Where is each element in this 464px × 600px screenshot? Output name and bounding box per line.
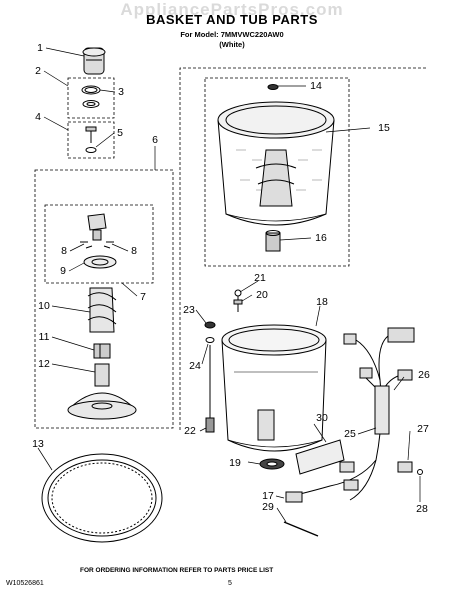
part-wire-harness	[285, 327, 415, 503]
callout-7: 7	[140, 291, 146, 303]
callout-3: 3	[118, 86, 124, 98]
callout-29: 29	[262, 501, 274, 513]
part-cable-tie	[283, 521, 319, 537]
callout-14: 14	[310, 80, 322, 92]
part-basket-nut	[267, 84, 279, 90]
part-spring	[205, 345, 215, 433]
part-agitator-cap	[82, 47, 106, 75]
doc-number: W10526861	[6, 580, 44, 587]
callout-26: 26	[418, 369, 430, 381]
part-agitator-base	[67, 363, 137, 420]
callout-6: 6	[152, 134, 158, 146]
part-tub-ring	[41, 453, 163, 543]
callout-13: 13	[32, 438, 44, 450]
part-bracket	[397, 461, 423, 475]
callout-18: 18	[316, 296, 328, 308]
part-tub-seal	[259, 458, 285, 470]
callout-10: 10	[38, 300, 50, 312]
callout-22: 22	[184, 425, 196, 437]
ordering-note: FOR ORDERING INFORMATION REFER TO PARTS …	[80, 567, 274, 574]
callout-20: 20	[256, 289, 268, 301]
part-drive-hub	[265, 230, 281, 252]
callout-12: 12	[38, 358, 50, 370]
callout-19: 19	[229, 457, 241, 469]
color-line: (White)	[219, 40, 245, 49]
part-agitator-nut	[93, 343, 111, 359]
callout-numbers: 1 2 3 4 5 6 7 8 8 9 10 11 12 13 14 15 16…	[32, 42, 430, 515]
callout-11: 11	[39, 331, 50, 343]
part-wash-basket	[217, 101, 335, 226]
page-number: 5	[228, 580, 232, 587]
part-cam-ring	[83, 255, 117, 269]
callout-27: 27	[417, 423, 429, 435]
callout-8a: 8	[61, 245, 67, 257]
callout-15: 15	[378, 122, 390, 134]
callout-28: 28	[416, 503, 428, 515]
callout-25: 25	[344, 428, 356, 440]
group-boxes	[34, 67, 427, 430]
callout-4: 4	[35, 111, 41, 123]
part-agitator-cam	[80, 213, 114, 249]
watermark: AppliancePartsPros.com	[120, 0, 344, 19]
callout-9: 9	[60, 265, 66, 277]
part-auger	[87, 287, 117, 333]
callout-30: 30	[316, 412, 328, 424]
part-rings	[81, 85, 101, 108]
part-wire-cover	[295, 439, 345, 475]
callout-23: 23	[183, 304, 195, 316]
callout-16: 16	[315, 232, 327, 244]
callout-24: 24	[189, 360, 201, 372]
model-line: For Model: 7MMVWC220AW0	[180, 30, 284, 39]
part-outer-tub	[221, 324, 327, 452]
part-fastener	[233, 289, 243, 312]
callout-5: 5	[117, 127, 123, 139]
callout-8b: 8	[131, 245, 137, 257]
callout-1: 1	[37, 42, 43, 54]
callout-17: 17	[262, 490, 274, 502]
part-grommet	[204, 321, 216, 343]
callout-2: 2	[35, 65, 41, 77]
leader-lines	[37, 47, 421, 523]
part-pressure-tube	[374, 385, 390, 435]
part-bolt	[85, 126, 97, 153]
callout-21: 21	[254, 272, 266, 284]
diagram-title: BASKET AND TUB PARTS	[146, 12, 318, 27]
